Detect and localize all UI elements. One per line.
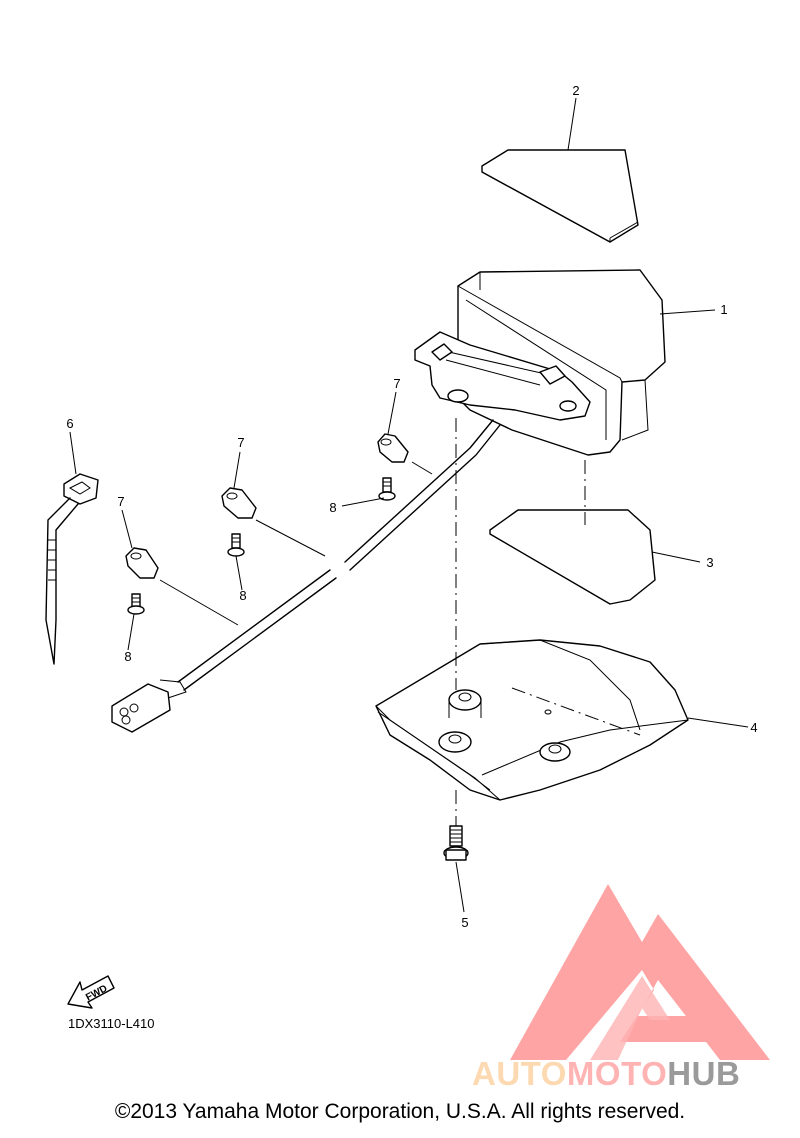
watermark-part-b: MOTO — [566, 1055, 668, 1092]
callout-3: 3 — [706, 555, 713, 570]
callout-5: 5 — [461, 915, 468, 930]
automotohub-logo-icon — [510, 884, 770, 1060]
part-6-cable-tie — [45, 473, 99, 665]
callout-1: 1 — [720, 302, 727, 317]
diagram-code: 1DX3110-L410 — [68, 1016, 155, 1031]
callout-7-c: 7 — [117, 494, 124, 509]
leader-lines — [69, 97, 749, 913]
watermark-part-c: HUB — [667, 1055, 741, 1092]
callout-6: 6 — [66, 416, 73, 431]
part-1-taillight — [414, 269, 666, 456]
fwd-arrow-icon: FWD — [67, 975, 115, 1009]
part-7-clamp-b — [221, 487, 257, 519]
wire-harness — [111, 419, 501, 733]
callout-7-a: 7 — [393, 376, 400, 391]
callout-4: 4 — [750, 720, 757, 735]
callout-8-c: 8 — [124, 649, 131, 664]
copyright-notice: ©2013 Yamaha Motor Corporation, U.S.A. A… — [114, 1100, 686, 1123]
callout-7-b: 7 — [237, 435, 244, 450]
callout-8-a: 8 — [329, 500, 336, 515]
part-8-screw-a — [378, 477, 396, 501]
watermark-text: AUTOMOTOHUB — [472, 1055, 740, 1093]
callout-2: 2 — [572, 83, 579, 98]
part-2-plate — [481, 149, 639, 243]
part-7-clamp-a — [377, 433, 409, 463]
part-8-screw-b — [227, 533, 245, 557]
part-4-base — [375, 639, 689, 801]
part-8-screw-c — [127, 593, 145, 615]
part-7-clamp-c — [125, 547, 159, 579]
callout-8-b: 8 — [239, 588, 246, 603]
watermark-part-a: AUTO — [472, 1055, 567, 1092]
part-3-plate — [489, 509, 656, 605]
assembly-lines — [159, 418, 641, 826]
part-5-screw — [443, 825, 469, 861]
